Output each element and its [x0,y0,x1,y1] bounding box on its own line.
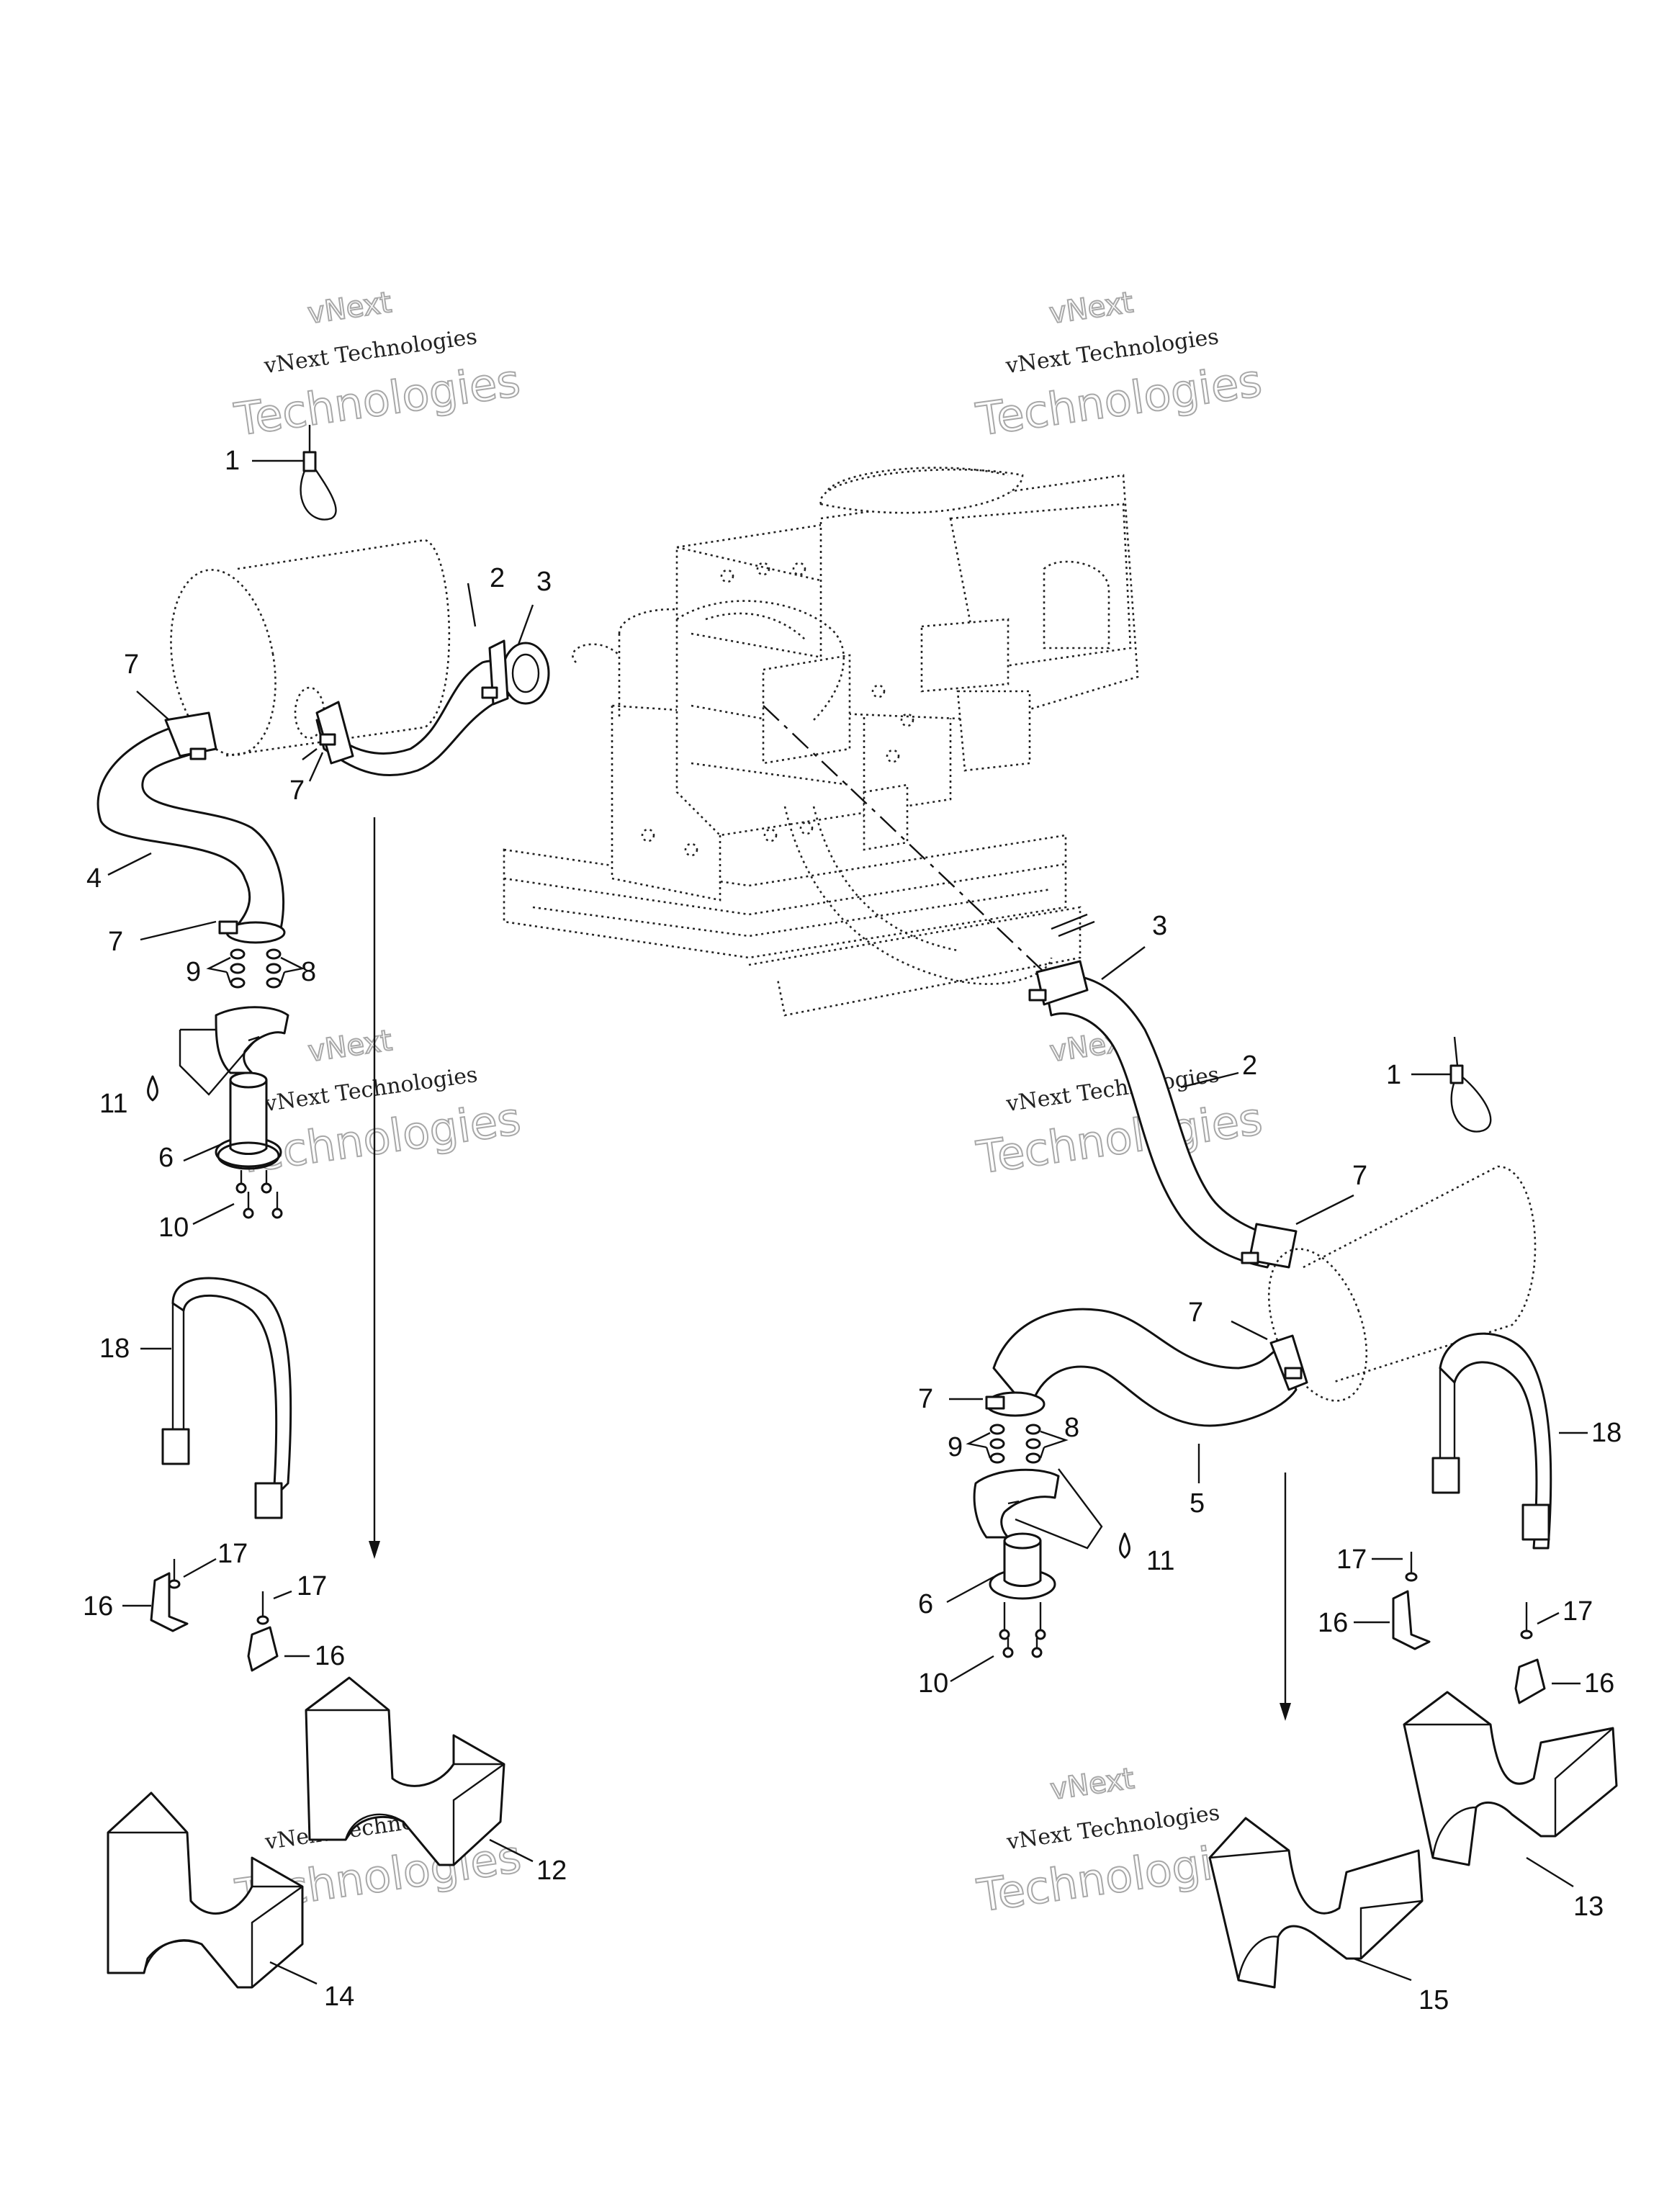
rivet-icon [1405,1552,1418,1582]
watermark-vnext: vNext [305,286,393,331]
watermark-mid-left: vNext vNext Technologies Technologies [231,1023,525,1184]
hose-clamp-icon [1269,1334,1308,1391]
washer-nut-set [989,1424,1041,1464]
callout-7: 7 [124,649,139,680]
watermark-vnext: vNext [306,1024,394,1069]
callout-8: 8 [1064,1413,1079,1443]
screw-set-icon [235,1170,283,1219]
rivet-icon [256,1591,269,1625]
callout-18: 18 [1591,1418,1622,1448]
hose-clamp-icon [481,639,509,706]
callout-1: 1 [1386,1060,1401,1090]
cable-tie-icon [300,425,337,521]
bracket-icon [247,1626,279,1672]
callout-12: 12 [536,1856,567,1886]
callout-17: 17 [1563,1596,1593,1627]
watermark-vnext: vNext [1047,286,1135,331]
callout-1: 1 [225,446,240,476]
foam-block-icon [305,1676,505,1866]
muffler-icon [1267,1165,1537,1402]
callout-17: 17 [217,1539,248,1569]
callout-7: 7 [1188,1298,1203,1328]
callout-6: 6 [918,1589,933,1619]
callout-7: 7 [289,775,305,806]
callout-14: 14 [324,1982,354,2012]
callout-10: 10 [158,1213,189,1243]
sealant-drop-icon [147,1075,158,1102]
gasket-icon [973,1468,1060,1539]
exhaust-outlet-icon [989,1532,1056,1600]
cable-tie-icon [1449,1036,1492,1133]
callout-16: 16 [83,1591,113,1622]
callout-10: 10 [918,1668,948,1699]
callout-6: 6 [158,1143,174,1173]
engine-outline-icon [503,467,1139,1017]
rivet-icon [1520,1602,1533,1640]
callout-17: 17 [1336,1545,1367,1575]
watermark-vnext: vNext [1048,1762,1136,1807]
callout-8: 8 [301,957,316,987]
callout-9: 9 [948,1432,963,1462]
bracket-icon [1514,1658,1546,1704]
hose-clamp-icon [1241,1223,1298,1269]
arrow-head [369,1541,380,1559]
screw-set-icon [999,1602,1046,1658]
foam-block-icon [107,1791,304,1989]
callout-18: 18 [99,1334,130,1364]
callout-11: 11 [1146,1546,1174,1576]
hose-clamp-icon [1028,960,1089,1006]
watermark-top-right: vNext vNext Technologies Technologies [972,285,1266,446]
strap-icon [161,1277,292,1519]
exhaust-outlet-icon [215,1071,282,1170]
callout-15: 15 [1419,1985,1449,2015]
callout-9: 9 [186,957,201,987]
callout-16: 16 [1318,1608,1348,1638]
callout-3: 3 [536,567,552,597]
foam-block-icon [1403,1691,1618,1866]
washer-nut-set [230,948,282,989]
callout-16: 16 [315,1641,345,1671]
strap-icon [1431,1332,1552,1550]
callout-7: 7 [918,1384,933,1414]
hose-clamp-icon [218,920,286,944]
callout-13: 13 [1573,1892,1604,1922]
rivet-icon [168,1559,181,1589]
callout-11: 11 [99,1089,127,1119]
bracket-icon [150,1572,189,1632]
hose-clamp-icon [985,1391,1046,1417]
callout-2: 2 [490,563,505,593]
callout-3: 3 [1152,911,1167,941]
callout-17: 17 [297,1571,327,1601]
hose-clamp-icon [164,711,217,760]
callout-16: 16 [1584,1668,1614,1699]
callout-5: 5 [1190,1488,1205,1519]
hose-clamp-icon [315,701,354,765]
bracket-icon [1392,1590,1431,1650]
gasket-icon [215,1006,289,1074]
callout-4: 4 [86,863,102,894]
sealant-drop-icon [1119,1532,1130,1559]
foam-block-icon [1208,1817,1424,1989]
arrow-head [1280,1703,1291,1721]
callout-7: 7 [108,927,123,957]
callout-7: 7 [1352,1161,1367,1191]
watermark-top-left: vNext vNext Technologies Technologies [230,285,524,446]
callout-2: 2 [1242,1051,1257,1081]
